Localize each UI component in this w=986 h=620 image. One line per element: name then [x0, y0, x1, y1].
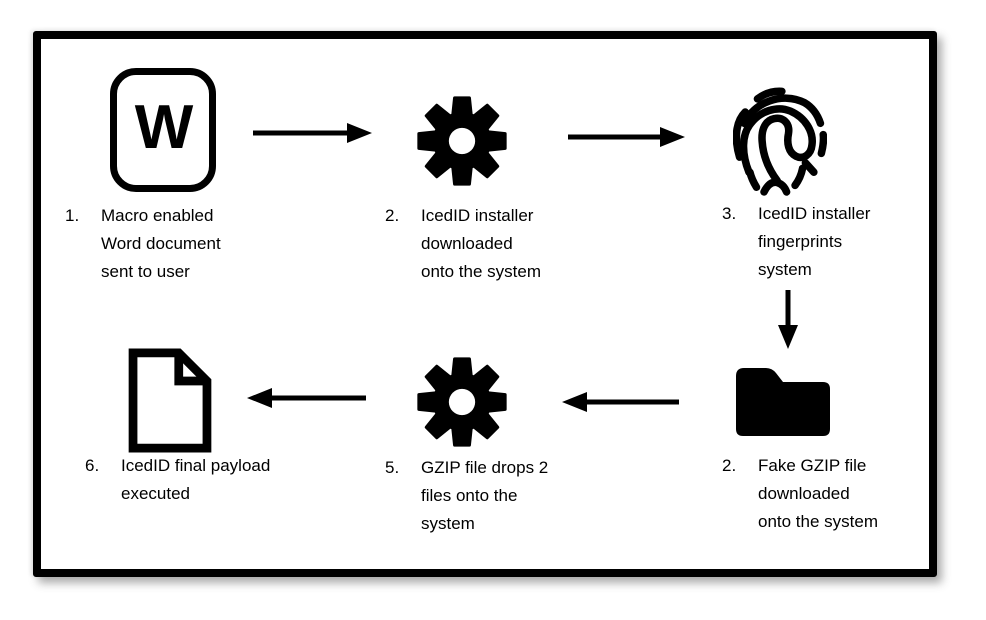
step-1-number: 1.	[65, 206, 80, 225]
step-4-number: 2.	[722, 456, 737, 475]
step-4-label: 2. Fake GZIP file downloaded onto the sy…	[722, 452, 878, 536]
flow-arrow-left-1	[561, 391, 681, 413]
step-3-text: IcedID installer fingerprints system	[758, 204, 871, 279]
step-1-label: 1. Macro enabled Word document sent to u…	[65, 202, 221, 286]
fingerprint-icon	[733, 84, 827, 204]
flow-arrow-right-1	[251, 122, 373, 144]
step-5-number: 5.	[385, 458, 400, 477]
gear-icon-bottom	[415, 354, 509, 450]
gear-icon-top	[415, 93, 509, 189]
word-document-icon: W	[110, 68, 216, 192]
step-4-text: Fake GZIP file downloaded onto the syste…	[758, 456, 879, 531]
step-2-number: 2.	[385, 206, 400, 225]
step-3-number: 3.	[722, 204, 737, 223]
step-6-text: IcedID final payload executed	[121, 456, 271, 503]
step-6-number: 6.	[85, 456, 100, 475]
step-6-label: 6. IcedID final payload executed	[85, 452, 270, 508]
flow-arrow-down	[777, 288, 799, 350]
step-5-text: GZIP file drops 2 files onto the system	[421, 458, 549, 533]
document-icon	[126, 347, 214, 454]
flow-arrow-right-2	[566, 126, 686, 148]
step-2-text: IcedID installer downloaded onto the sys…	[421, 206, 542, 281]
step-5-label: 5. GZIP file drops 2 files onto the syst…	[385, 454, 548, 538]
step-1-text: Macro enabled Word document sent to user	[101, 206, 221, 281]
step-2-label: 2. IcedID installer downloaded onto the …	[385, 202, 541, 286]
step-3-label: 3. IcedID installer fingerprints system	[722, 200, 870, 284]
word-icon-letter: W	[134, 93, 194, 162]
flow-arrow-left-2	[246, 387, 368, 409]
folder-icon	[730, 361, 833, 441]
